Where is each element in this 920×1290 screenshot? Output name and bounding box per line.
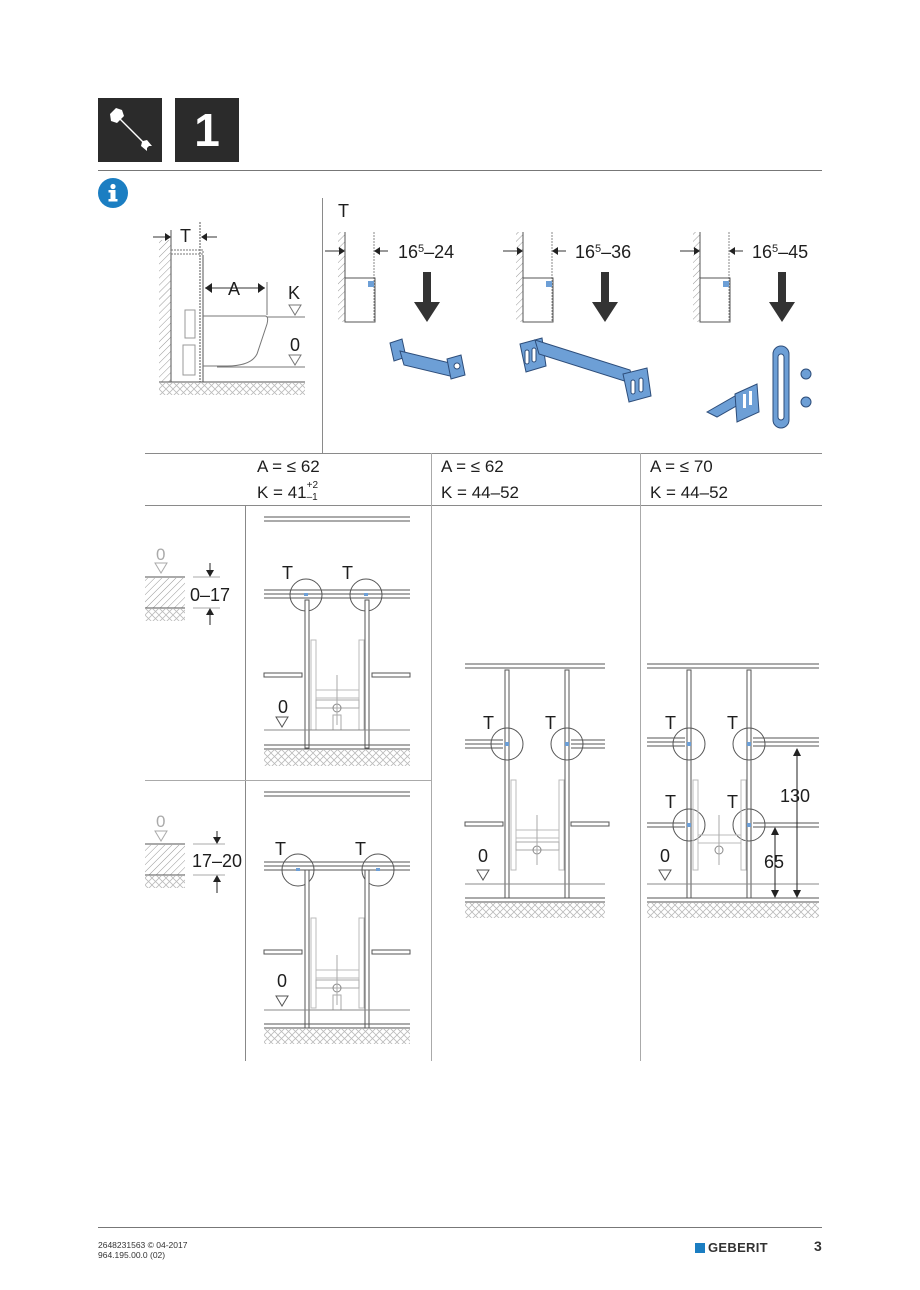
footer-divider [98, 1227, 822, 1228]
T-label: T [727, 713, 738, 733]
row-2-zero: 0 [156, 812, 166, 831]
tool-icon-box [98, 98, 162, 162]
table-top-line [145, 453, 822, 454]
col2-A: A = ≤ 62 [441, 457, 504, 476]
row-2-range: 17–20 [192, 851, 243, 871]
step-number-box: 1 [175, 98, 239, 162]
arrow-down-icon [592, 272, 618, 322]
footer-doc-info: 2648231563 © 04-2017 964.195.00.0 (02) [98, 1240, 187, 1260]
T-label: T [355, 839, 366, 859]
label-K: K [288, 283, 301, 303]
zero-label: 0 [278, 697, 289, 717]
page-number: 3 [814, 1238, 822, 1254]
angle-bracket-set-icon [705, 345, 812, 429]
logo-square-icon [695, 1242, 705, 1253]
long-wall-bracket-icon [519, 337, 652, 403]
row-label-divider [245, 505, 246, 1061]
label-A: A [228, 279, 241, 299]
header-divider [98, 170, 822, 171]
T-label: T [275, 839, 286, 859]
col1-A: A = ≤ 62 [257, 457, 320, 476]
label-zero: 0 [290, 335, 301, 355]
col2-K: K = 44–52 [441, 483, 519, 502]
arrow-down-icon [769, 272, 795, 322]
arrow-down-icon [414, 272, 440, 322]
variant-1-range: 165–24 [398, 242, 455, 262]
T-label: T [342, 563, 353, 583]
zero-label: 0 [660, 846, 671, 866]
info-icon [98, 178, 128, 208]
variant-3-range: 165–45 [752, 242, 809, 262]
row-1-zero: 0 [156, 545, 166, 564]
col1-K: K = 41 +2 –1 [257, 480, 319, 503]
dimension-65: 65 [764, 852, 785, 872]
zero-label: 0 [277, 971, 288, 991]
T-label: T [665, 713, 676, 733]
dimension-130: 130 [780, 786, 811, 806]
col3-A: A = ≤ 70 [650, 457, 713, 476]
T-label: T [727, 792, 738, 812]
wrench-icon [110, 108, 152, 151]
doc-number: 2648231563 © 04-2017 [98, 1240, 188, 1250]
row-1-range: 0–17 [190, 585, 231, 605]
T-label: T [665, 792, 676, 812]
T-label: T [545, 713, 556, 733]
table-header-line [145, 505, 822, 506]
overview-divider [322, 198, 323, 454]
step-number: 1 [194, 104, 220, 156]
label-T: T [180, 226, 191, 246]
T-label: T [483, 713, 494, 733]
zero-label: 0 [478, 846, 489, 866]
col-divider-2 [640, 453, 641, 1061]
variant-2-range: 165–36 [575, 242, 632, 262]
geberit-logo: GEBERIT [695, 1240, 768, 1255]
short-wall-bracket-icon [389, 338, 466, 380]
col-divider-1 [431, 453, 432, 1061]
T-label: T [282, 563, 293, 583]
col3-K: K = 44–52 [650, 483, 728, 502]
article-number: 964.195.00.0 (02) [98, 1250, 166, 1260]
variants-heading-T: T [338, 201, 349, 221]
row-divider [145, 780, 431, 781]
